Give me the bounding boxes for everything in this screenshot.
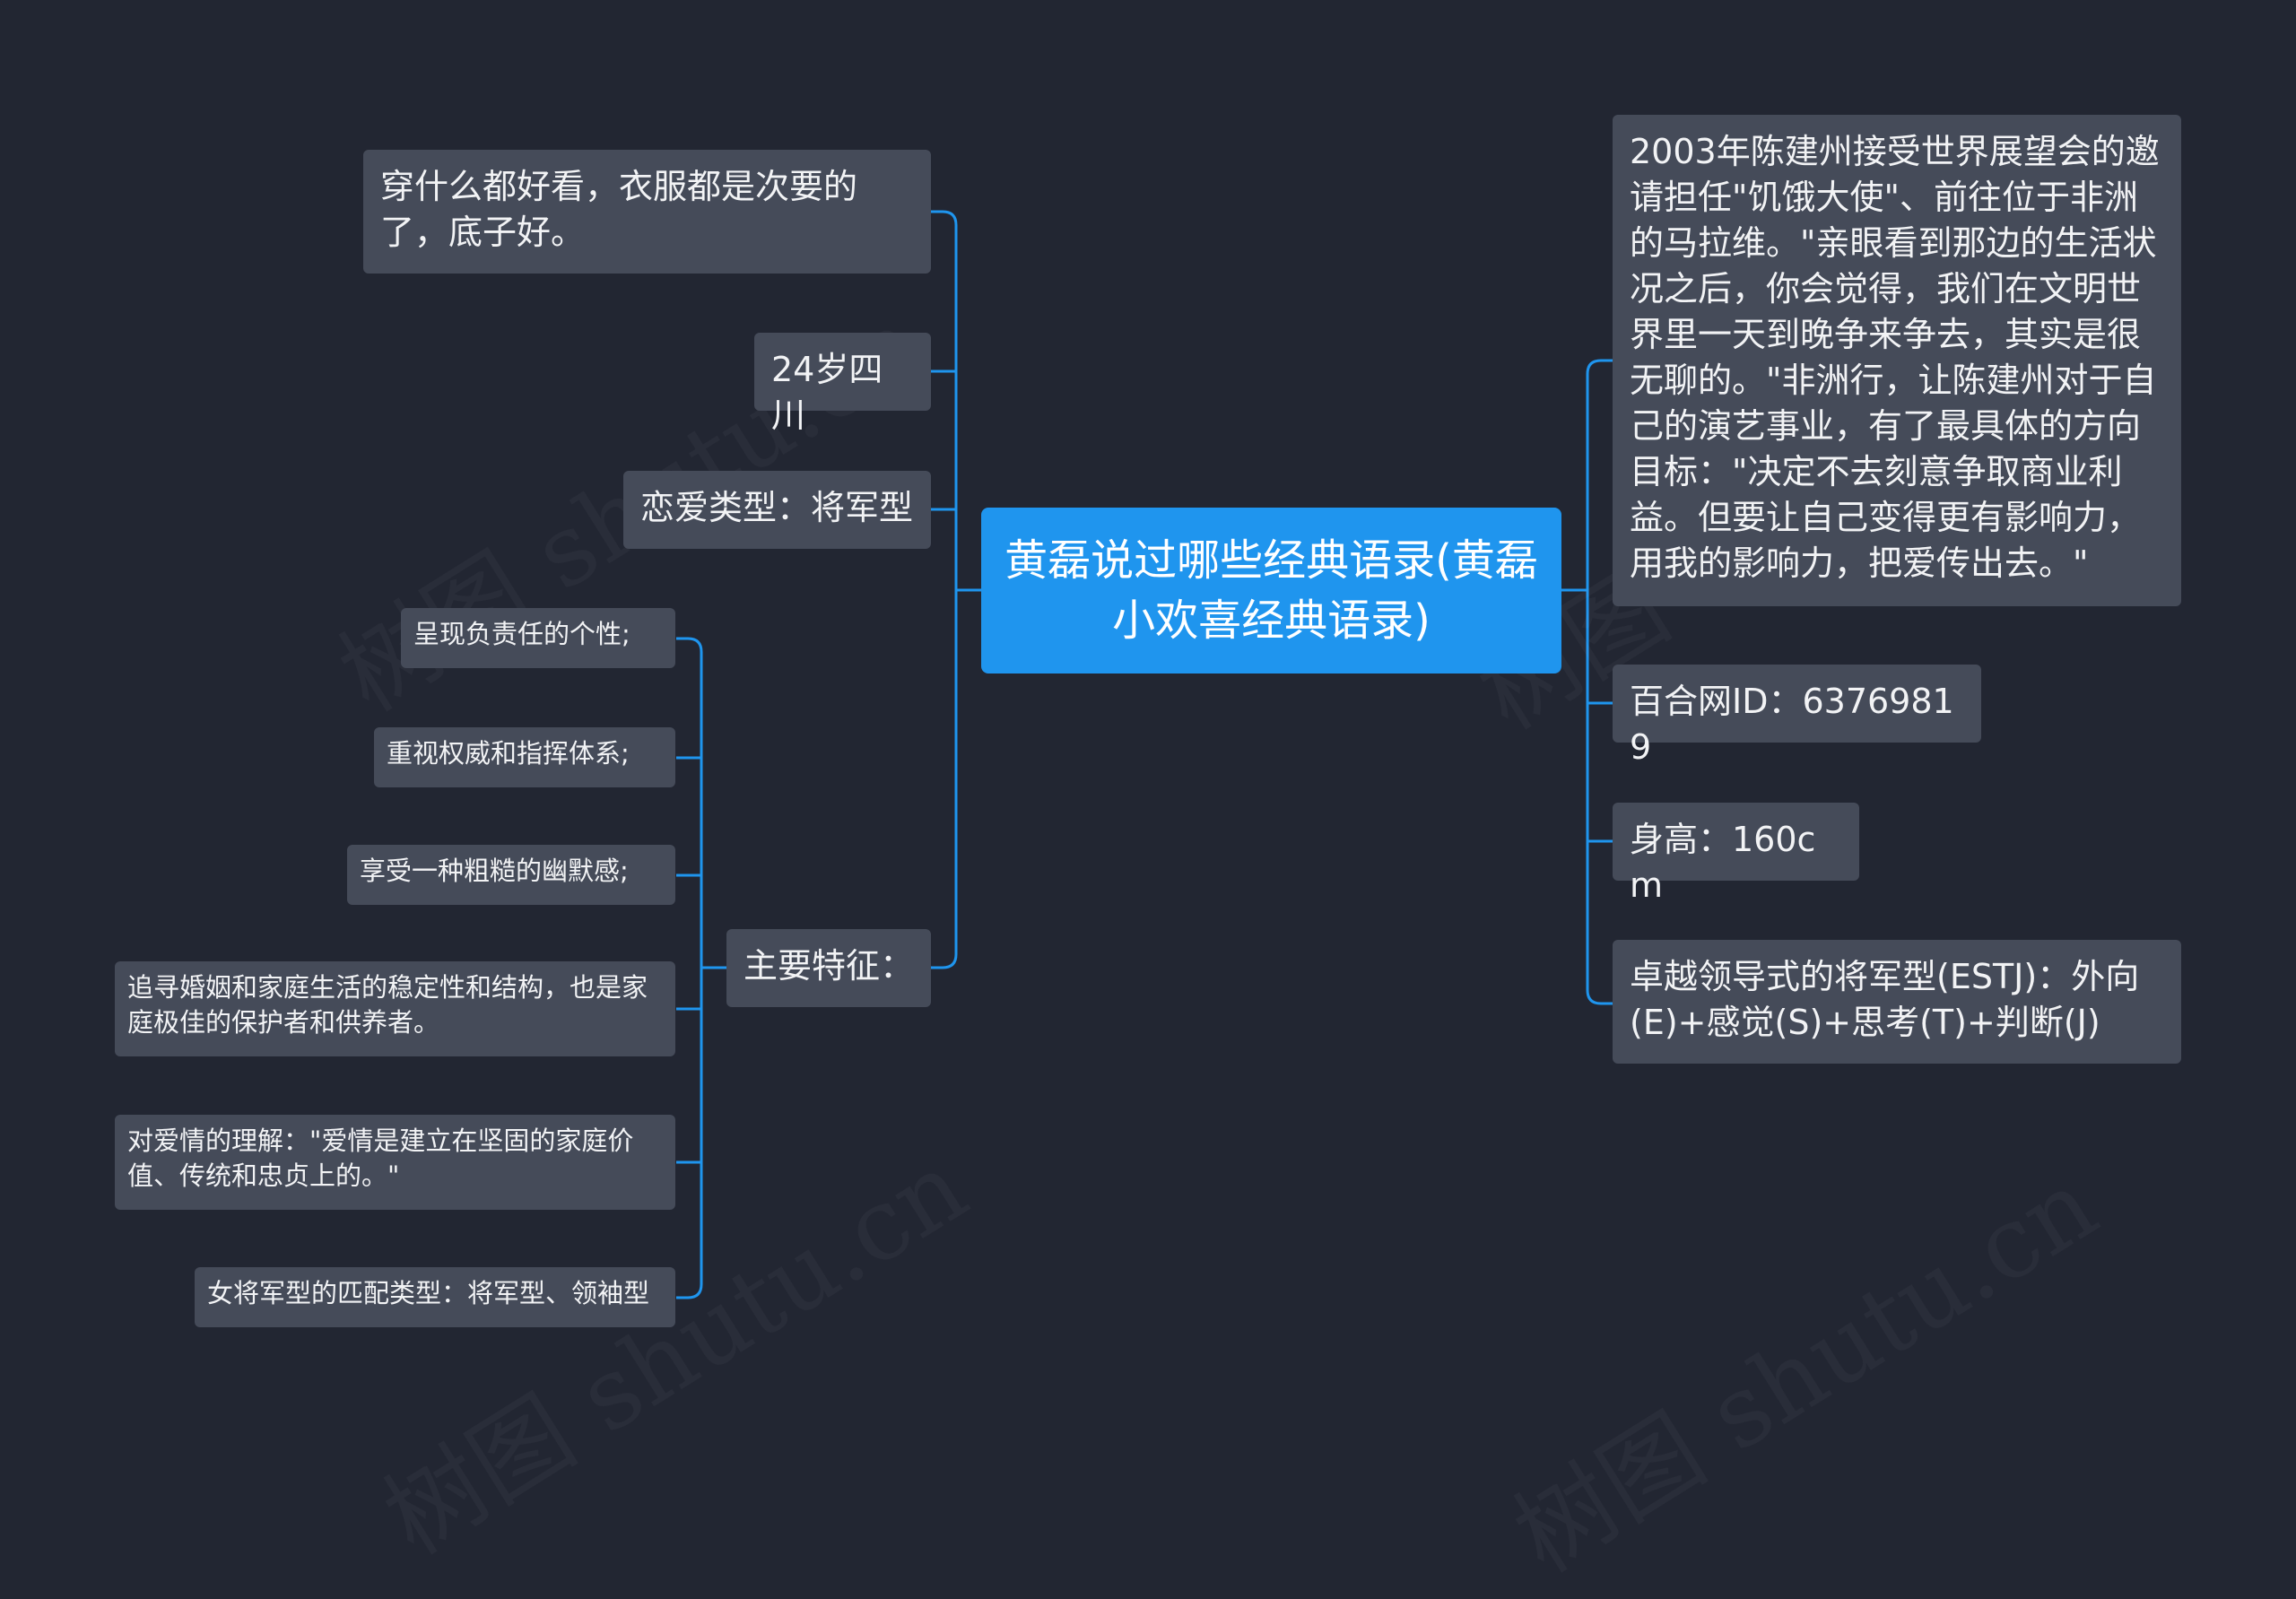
connector-lines <box>676 210 1613 1299</box>
left-branch-age-origin[interactable]: 24岁四川 <box>754 333 931 435</box>
right-branch-hunger-ambassador[interactable]: 2003年陈建州接受世界展望会的邀请担任"饥饿大使"、前往位于非洲的马拉维。"亲… <box>1613 115 2181 606</box>
connector-features-trunk <box>676 637 703 1299</box>
left-branch-appearance[interactable]: 穿什么都好看，衣服都是次要的了，底子好。 <box>363 150 931 274</box>
feature-love-understanding[interactable]: 对爱情的理解："爱情是建立在坚固的家庭价值、传统和忠贞上的。" <box>115 1115 675 1210</box>
feature-humor[interactable]: 享受一种粗糙的幽默感; <box>347 845 675 905</box>
feature-authority[interactable]: 重视权威和指挥体系; <box>374 727 675 787</box>
connector-right-trunk <box>1586 359 1613 1005</box>
feature-matching-type[interactable]: 女将军型的匹配类型：将军型、领袖型 <box>195 1267 675 1327</box>
right-branch-estj[interactable]: 卓越领导式的将军型(ESTJ)：外向(E)+感觉(S)+思考(T)+判断(J) <box>1613 940 2181 1064</box>
right-branch-baihe-id[interactable]: 百合网ID：63769819 <box>1613 665 1981 767</box>
right-branch-height[interactable]: 身高：160cm <box>1613 803 1859 905</box>
root-topic[interactable]: 黄磊说过哪些经典语录(黄磊小欢喜经典语录) <box>981 508 1561 673</box>
feature-family-stability[interactable]: 追寻婚姻和家庭生活的稳定性和结构，也是家庭极佳的保护者和供养者。 <box>115 961 675 1056</box>
left-branch-main-features[interactable]: 主要特征： <box>726 929 931 1007</box>
connector-left-trunk <box>931 210 958 969</box>
left-branch-love-type[interactable]: 恋爱类型：将军型 <box>623 471 931 549</box>
feature-responsible[interactable]: 呈现负责任的个性; <box>401 608 675 668</box>
